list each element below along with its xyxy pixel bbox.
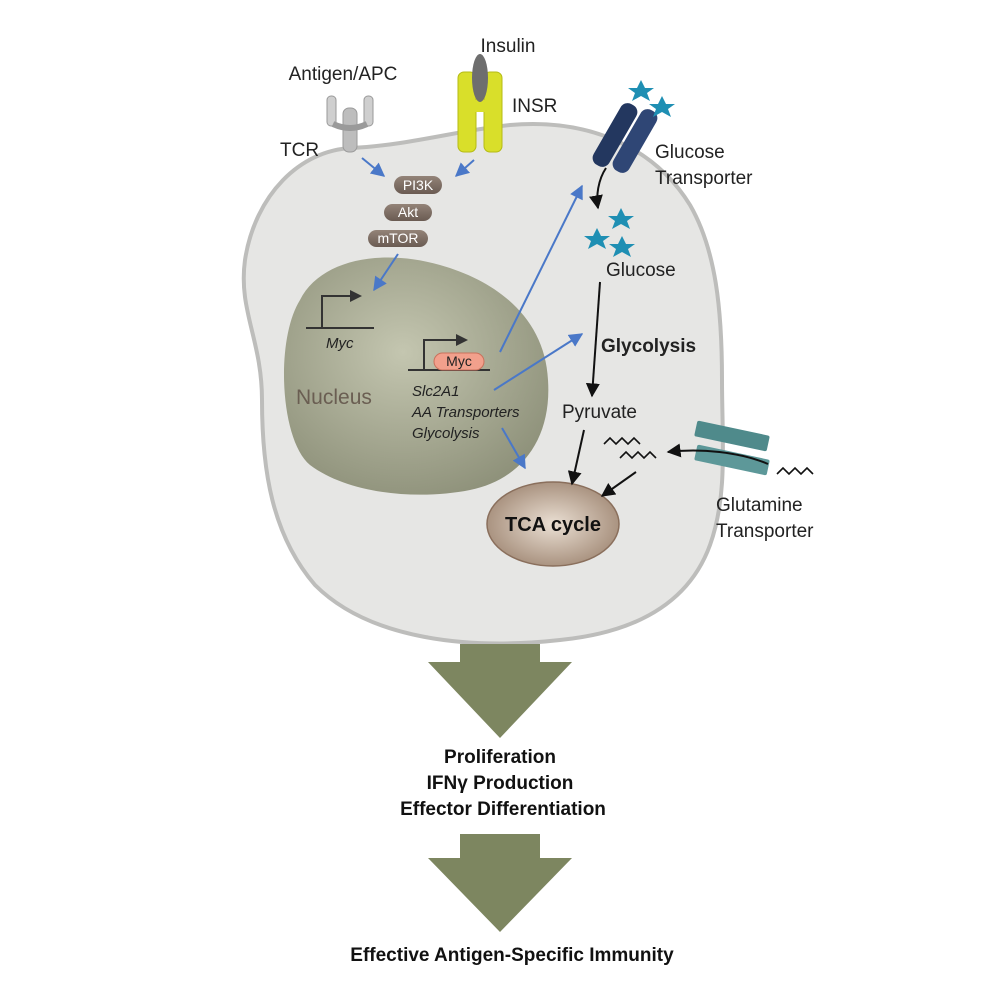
glucose-star-icon (584, 228, 610, 249)
myc-to-tca-arrow (501, 427, 526, 470)
tcr-label: TCR (280, 140, 319, 161)
pi3k-pill (394, 176, 442, 194)
tca-cycle-label: TCA cycle (505, 514, 601, 536)
mtor-pill (368, 230, 428, 247)
pyruvate-label: Pyruvate (562, 402, 637, 423)
glutamine-transporter-label-line1: Glutamine (716, 495, 803, 516)
myc-to-glycolysis-arrow (493, 333, 584, 391)
insr-label: INSR (512, 96, 557, 117)
outcome-arrow-2 (428, 834, 572, 932)
insulin-label: Insulin (481, 36, 536, 57)
outcome-proliferation: Proliferation (444, 747, 556, 768)
pi3k-label: PI3K (403, 177, 434, 193)
glucose-star-icon (628, 80, 654, 101)
myc-protein-pill (433, 352, 485, 371)
myc-to-glucose-transporter-arrow (499, 184, 583, 353)
glucose-star-icon (609, 236, 635, 257)
insr-arrow (454, 159, 475, 177)
glycolysis-label: Glycolysis (601, 336, 696, 357)
glucose-uptake-arrow (589, 167, 607, 210)
nucleus-label: Nucleus (296, 386, 372, 409)
outcome-final-immunity: Effective Antigen-Specific Immunity (350, 945, 674, 966)
mitochondrion-shape (486, 481, 620, 567)
myc-gene-promoter-icon (306, 290, 374, 329)
glycolysis-target-label: Glycolysis (412, 425, 480, 442)
glutamine-zigzag-icon (619, 450, 657, 460)
antigen-apc-label: Antigen/APC (289, 64, 398, 85)
slc2a1-label: Slc2A1 (412, 383, 460, 400)
glutamine-uptake-arrow (666, 443, 769, 465)
mtor-to-myc-arrow (373, 253, 399, 292)
glutamine-to-tca-arrow (600, 471, 637, 497)
mtor-label: mTOR (378, 230, 419, 246)
outcome-effector-differentiation: Effector Differentiation (400, 799, 606, 820)
glucose-transporter-label-line1: Glucose (655, 142, 725, 163)
glutamine-zigzag-icon (776, 466, 814, 476)
outcome-ifng-production: IFNγ Production (427, 773, 574, 794)
glucose-label: Glucose (606, 260, 676, 281)
aa-transporters-label: AA Transporters (411, 404, 520, 421)
glycolysis-arrow (585, 281, 601, 398)
glutamine-zigzag-icon (603, 436, 641, 446)
glucose-star-icon (608, 208, 634, 229)
nucleus-shape (283, 257, 549, 495)
glucose-star-icon (649, 96, 675, 117)
tcr-arrow (361, 157, 386, 177)
akt-pill (384, 204, 432, 221)
myc-protein-label: Myc (446, 353, 472, 369)
glucose-transporter-label-line2: Transporter (655, 168, 753, 189)
glutamine-transporter-label-line2: Transporter (716, 521, 814, 542)
outcome-arrow-1 (428, 644, 572, 738)
insulin-ligand-icon (472, 54, 488, 102)
insr-receptor-icon (457, 71, 503, 153)
akt-label: Akt (398, 204, 418, 220)
tcr-receptor-icon (326, 95, 374, 153)
glucose-transporter-icon (592, 103, 658, 173)
glutamine-transporter-icon (694, 420, 770, 476)
myc-gene-label: Myc (326, 335, 354, 352)
pyruvate-to-tca-arrow (567, 429, 585, 486)
